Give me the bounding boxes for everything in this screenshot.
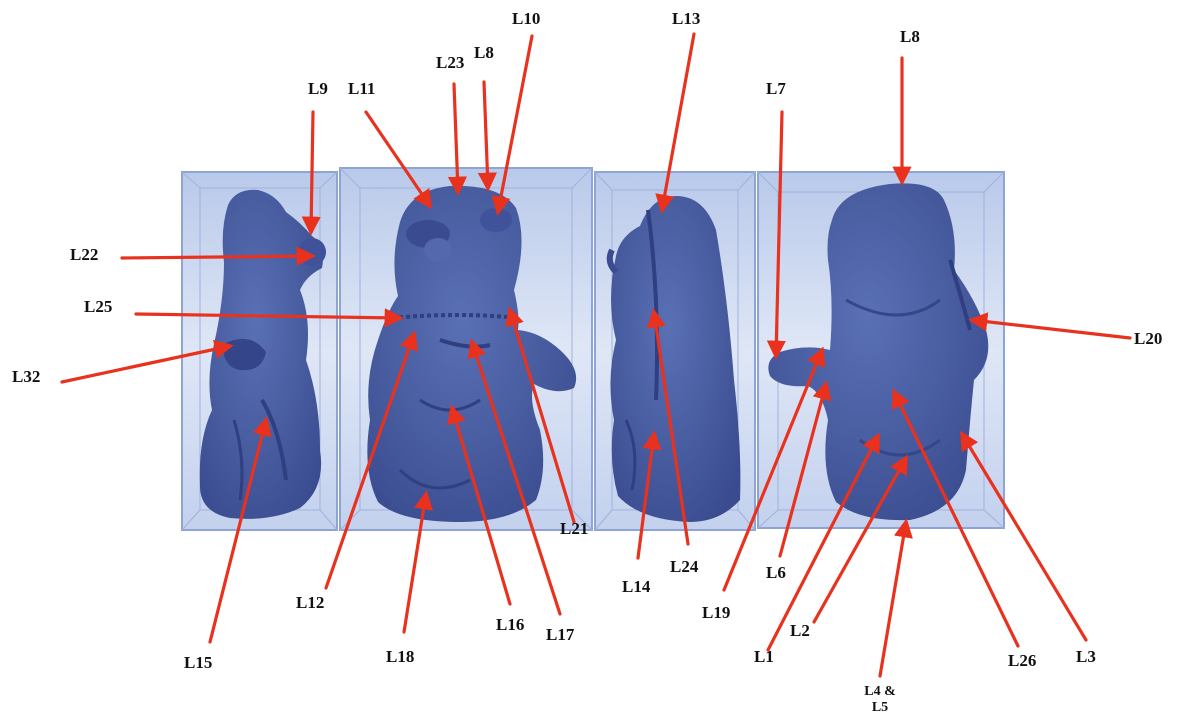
- arrow-L4-L5: [880, 522, 906, 676]
- label-L9: L9: [308, 80, 328, 98]
- label-L11: L11: [348, 80, 375, 98]
- label-L19: L19: [702, 604, 730, 622]
- label-L13: L13: [672, 10, 700, 28]
- label-L8-front: L8: [474, 44, 494, 62]
- label-L7: L7: [766, 80, 786, 98]
- arrow-L9: [311, 112, 313, 232]
- label-L26: L26: [1008, 652, 1036, 670]
- label-L2: L2: [790, 622, 810, 640]
- arrow-L3: [962, 434, 1086, 640]
- label-L1: L1: [754, 648, 774, 666]
- label-L23: L23: [436, 54, 464, 72]
- label-L6: L6: [766, 564, 786, 582]
- label-L20: L20: [1134, 330, 1162, 348]
- label-L25: L25: [84, 298, 112, 316]
- arrow-L22: [122, 256, 312, 258]
- label-L4-L5: L4 & L5: [860, 684, 900, 716]
- label-L24: L24: [670, 558, 698, 576]
- label-L12: L12: [296, 594, 324, 612]
- label-L18: L18: [386, 648, 414, 666]
- label-L16: L16: [496, 616, 524, 634]
- label-L8-back: L8: [900, 28, 920, 46]
- label-L14: L14: [622, 578, 650, 596]
- label-L10: L10: [512, 10, 540, 28]
- label-L17: L17: [546, 626, 574, 644]
- label-L22: L22: [70, 246, 98, 264]
- label-L21: L21: [560, 520, 588, 538]
- label-L3: L3: [1076, 648, 1096, 666]
- label-L15: L15: [184, 654, 212, 672]
- label-L32: L32: [12, 368, 40, 386]
